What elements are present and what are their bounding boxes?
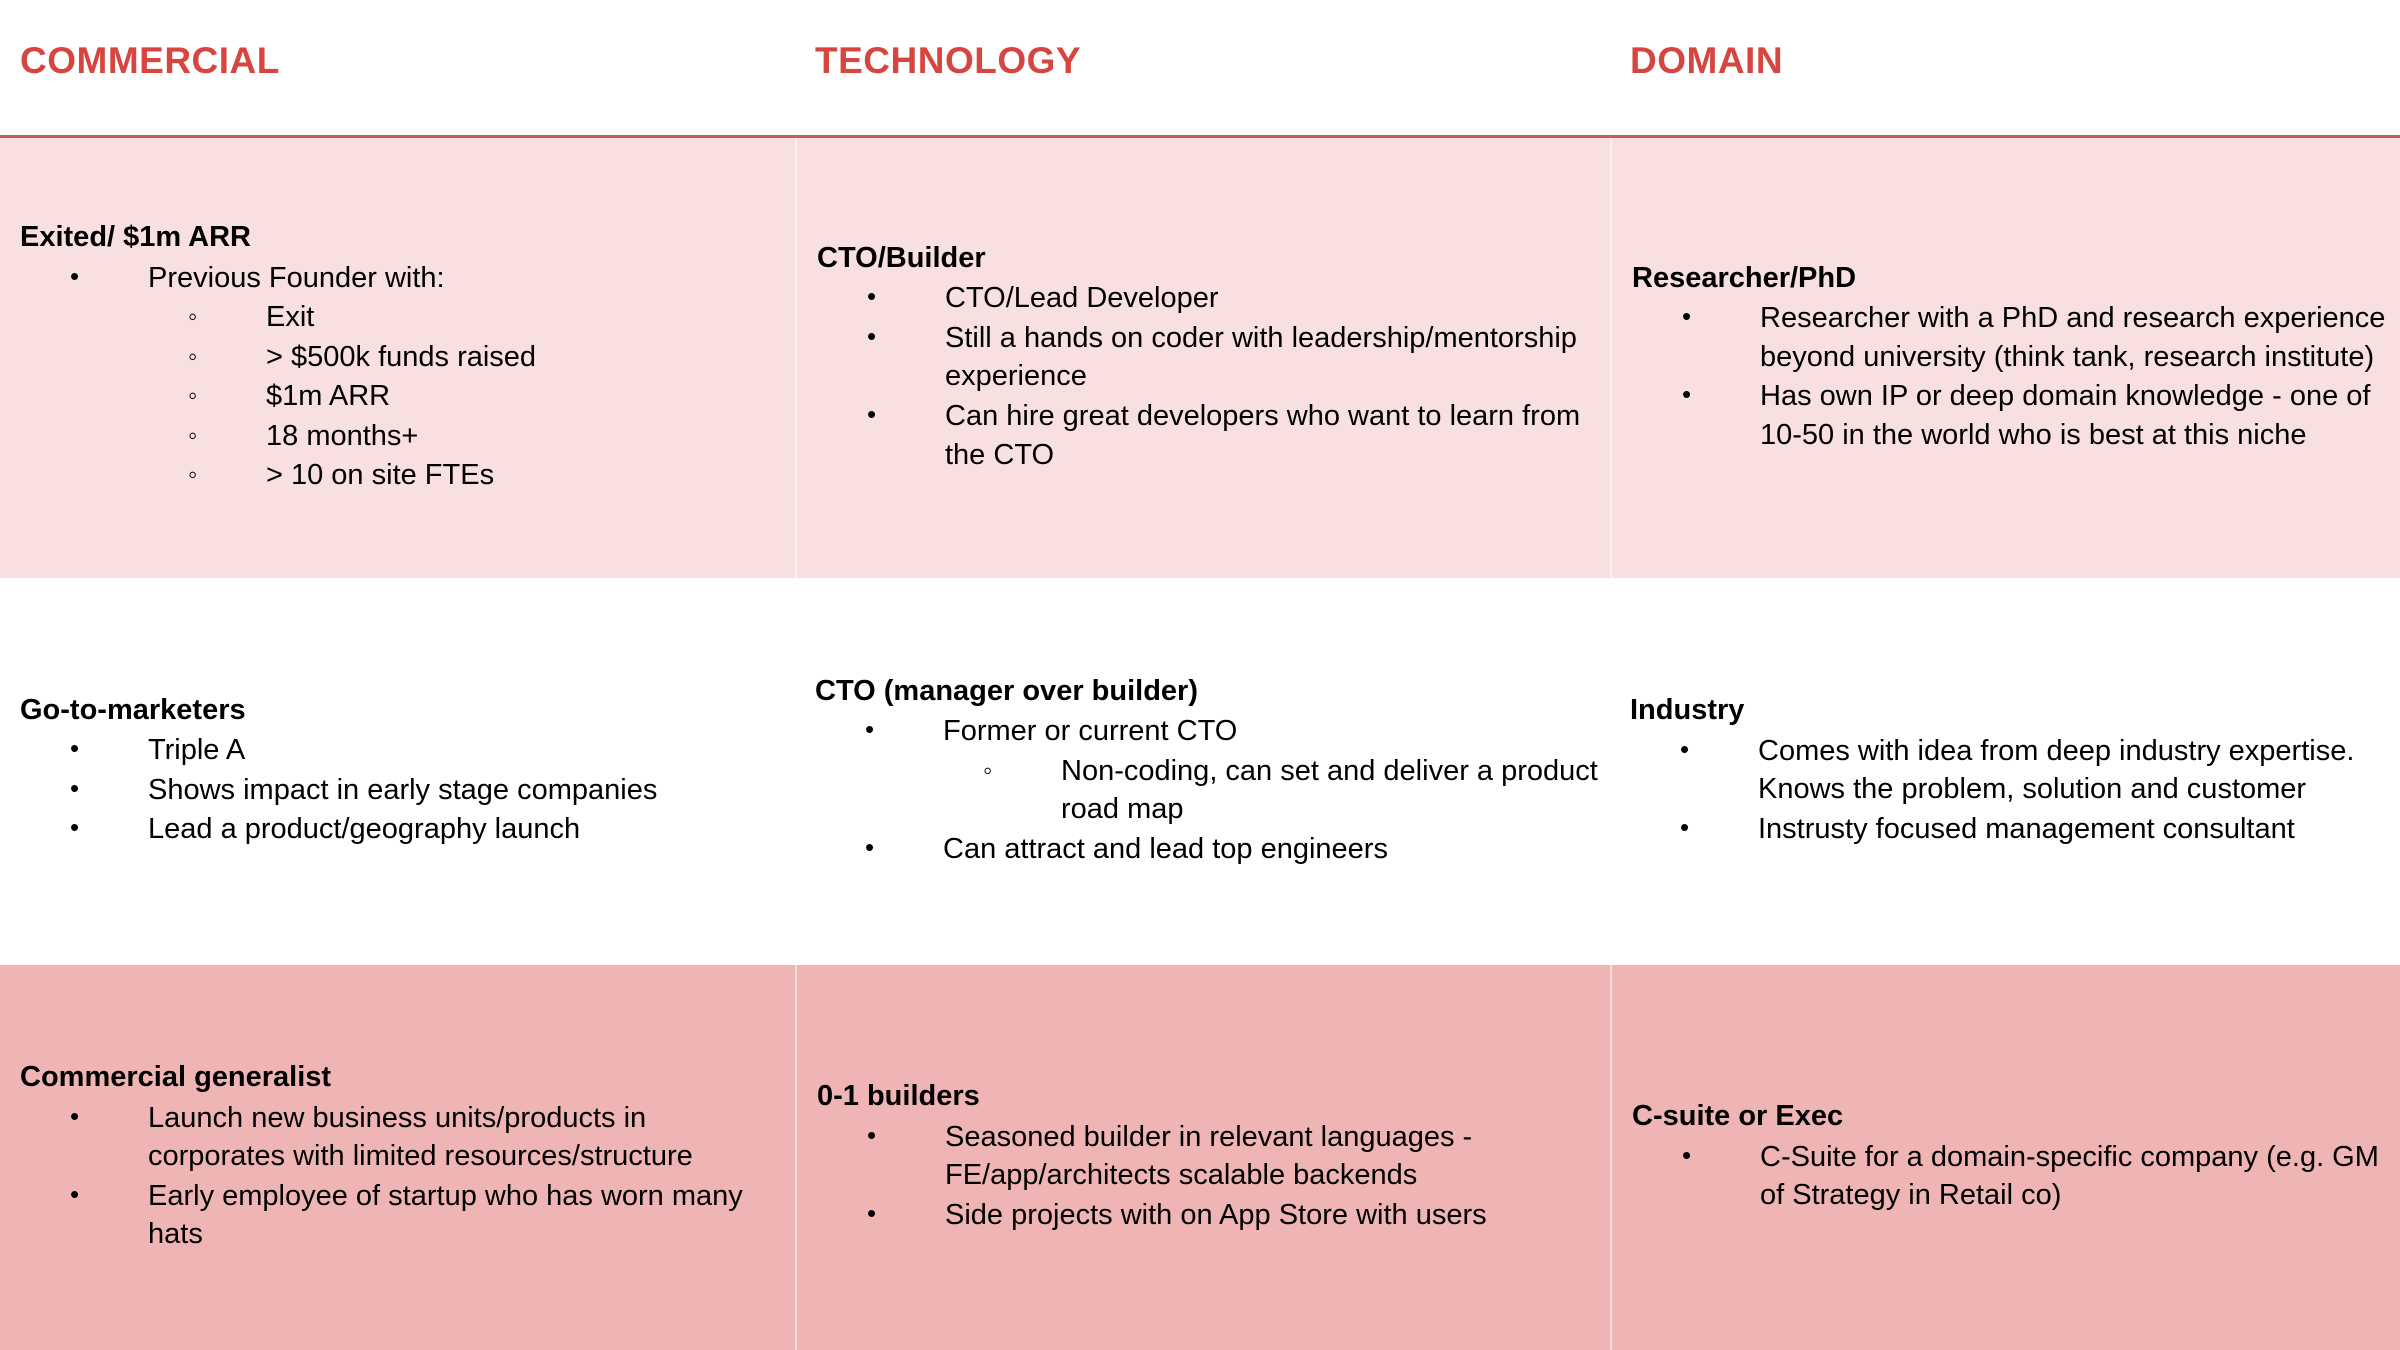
sub-list-item-text: 18 months+ bbox=[266, 419, 419, 452]
column-header-label: TECHNOLOGY bbox=[815, 40, 1082, 81]
list-item-text: Lead a product/geography launch bbox=[148, 813, 581, 846]
cell-title: Researcher/PhD bbox=[1632, 261, 1857, 294]
sub-list-item-text: > 10 on site FTEs bbox=[266, 459, 495, 492]
sub-list-item-text: Non-coding, can set and deliver a produc… bbox=[1061, 754, 1598, 826]
list-item-text: Has own IP or deep domain knowledge - on… bbox=[1760, 380, 2371, 451]
cell-commercial-row3: Commercial generalist Launch new busines… bbox=[0, 965, 795, 1350]
cell-title: CTO (manager over builder) bbox=[815, 674, 1198, 707]
bullet-list: Previous Founder with: Exit > $500k fund… bbox=[20, 257, 783, 495]
cell-domain-row2: Industry Comes with idea from deep indus… bbox=[1610, 578, 2400, 965]
list-item: Researcher with a PhD and research exper… bbox=[1682, 298, 2388, 376]
sub-list-item: > $500k funds raised bbox=[188, 338, 783, 377]
list-item-text: Researcher with a PhD and research exper… bbox=[1760, 302, 2386, 373]
column-header-label: COMMERCIAL bbox=[20, 40, 280, 81]
list-item-text: C-Suite for a domain-specific company (e… bbox=[1760, 1140, 2379, 1212]
cell-technology-row1: CTO/Builder CTO/Lead Developer Still a h… bbox=[795, 138, 1610, 578]
list-item: Side projects with on App Store with use… bbox=[867, 1195, 1598, 1235]
cell-technology-row2: CTO (manager over builder) Former or cur… bbox=[795, 578, 1610, 965]
list-item: Shows impact in early stage companies bbox=[70, 770, 783, 810]
cell-domain-row1: Researcher/PhD Researcher with a PhD and… bbox=[1610, 138, 2400, 578]
bullet-list: Researcher with a PhD and research exper… bbox=[1632, 298, 2388, 454]
cell-commercial-row2: Go-to-marketers Triple A Shows impact in… bbox=[0, 578, 795, 965]
table-row: Go-to-marketers Triple A Shows impact in… bbox=[0, 578, 2400, 965]
list-item-text: Can hire great developers who want to le… bbox=[945, 399, 1581, 471]
list-item: Triple A bbox=[70, 730, 783, 770]
list-item-text: Previous Founder with: bbox=[148, 261, 445, 294]
bullet-list: Triple A Shows impact in early stage com… bbox=[20, 730, 783, 849]
sub-bullet-list: Exit > $500k funds raised $1m ARR 18 mon… bbox=[148, 298, 783, 495]
cell-title: 0-1 builders bbox=[817, 1080, 980, 1113]
list-item-text: Launch new business units/products in co… bbox=[148, 1101, 693, 1173]
cell-title: Industry bbox=[1630, 694, 1745, 727]
list-item-text: CTO/Lead Developer bbox=[945, 282, 1219, 315]
list-item: Former or current CTO Non-coding, can se… bbox=[865, 711, 1598, 829]
sub-list-item: Non-coding, can set and deliver a produc… bbox=[983, 752, 1598, 829]
sub-list-item-text: > $500k funds raised bbox=[266, 340, 537, 373]
list-item: Can attract and lead top engineers bbox=[865, 829, 1598, 869]
table-row: Exited/ $1m ARR Previous Founder with: E… bbox=[0, 138, 2400, 578]
bullet-list: CTO/Lead Developer Still a hands on code… bbox=[817, 278, 1598, 474]
list-item: Comes with idea from deep industry exper… bbox=[1680, 731, 2388, 809]
sub-list-item: 18 months+ bbox=[188, 417, 783, 456]
bullet-list: C-Suite for a domain-specific company (e… bbox=[1632, 1137, 2388, 1215]
cell-title: CTO/Builder bbox=[817, 241, 986, 274]
cell-commercial-row1: Exited/ $1m ARR Previous Founder with: E… bbox=[0, 138, 795, 578]
list-item: Lead a product/geography launch bbox=[70, 809, 783, 849]
list-item-text: Instrusty focused management consultant bbox=[1758, 812, 2295, 845]
list-item: Seasoned builder in relevant languages -… bbox=[867, 1117, 1598, 1195]
cell-title: C-suite or Exec bbox=[1632, 1100, 1844, 1133]
column-header-label: DOMAIN bbox=[1630, 40, 1784, 81]
column-header-commercial: COMMERCIAL bbox=[0, 0, 795, 135]
table-header-row: COMMERCIAL TECHNOLOGY DOMAIN bbox=[0, 0, 2400, 138]
sub-list-item: Exit bbox=[188, 298, 783, 337]
list-item: Has own IP or deep domain knowledge - on… bbox=[1682, 376, 2388, 454]
cell-domain-row3: C-suite or Exec C-Suite for a domain-spe… bbox=[1610, 965, 2400, 1350]
list-item: Previous Founder with: Exit > $500k fund… bbox=[70, 257, 783, 495]
list-item-text: Seasoned builder in relevant languages -… bbox=[945, 1120, 1473, 1192]
bullet-list: Launch new business units/products in co… bbox=[20, 1098, 783, 1254]
cell-title: Go-to-marketers bbox=[20, 693, 246, 726]
sub-bullet-list: Non-coding, can set and deliver a produc… bbox=[943, 752, 1598, 829]
list-item-text: Side projects with on App Store with use… bbox=[945, 1198, 1487, 1231]
list-item: Can hire great developers who want to le… bbox=[867, 396, 1598, 474]
bullet-list: Former or current CTO Non-coding, can se… bbox=[815, 711, 1598, 869]
cell-technology-row3: 0-1 builders Seasoned builder in relevan… bbox=[795, 965, 1610, 1350]
list-item-text: Early employee of startup who has worn m… bbox=[148, 1179, 743, 1251]
list-item: Still a hands on coder with leadership/m… bbox=[867, 318, 1598, 396]
list-item: CTO/Lead Developer bbox=[867, 278, 1598, 318]
list-item: Instrusty focused management consultant bbox=[1680, 809, 2388, 849]
column-header-technology: TECHNOLOGY bbox=[795, 0, 1610, 135]
list-item: C-Suite for a domain-specific company (e… bbox=[1682, 1137, 2388, 1215]
list-item-text: Former or current CTO bbox=[943, 715, 1238, 748]
list-item-text: Still a hands on coder with leadership/m… bbox=[945, 321, 1577, 393]
list-item-text: Can attract and lead top engineers bbox=[943, 832, 1388, 865]
column-header-domain: DOMAIN bbox=[1610, 0, 2400, 135]
list-item-text: Comes with idea from deep industry exper… bbox=[1758, 734, 2355, 806]
sub-list-item: > 10 on site FTEs bbox=[188, 456, 783, 495]
sub-list-item-text: $1m ARR bbox=[266, 380, 391, 413]
sub-list-item: $1m ARR bbox=[188, 377, 783, 416]
cell-title: Commercial generalist bbox=[20, 1061, 332, 1094]
sub-list-item-text: Exit bbox=[266, 301, 315, 334]
list-item-text: Shows impact in early stage companies bbox=[148, 773, 658, 806]
cell-title: Exited/ $1m ARR bbox=[20, 221, 251, 254]
bullet-list: Comes with idea from deep industry exper… bbox=[1630, 731, 2388, 849]
table-row: Commercial generalist Launch new busines… bbox=[0, 965, 2400, 1350]
bullet-list: Seasoned builder in relevant languages -… bbox=[817, 1117, 1598, 1235]
list-item-text: Triple A bbox=[148, 734, 246, 767]
list-item: Launch new business units/products in co… bbox=[70, 1098, 783, 1176]
list-item: Early employee of startup who has worn m… bbox=[70, 1176, 783, 1254]
